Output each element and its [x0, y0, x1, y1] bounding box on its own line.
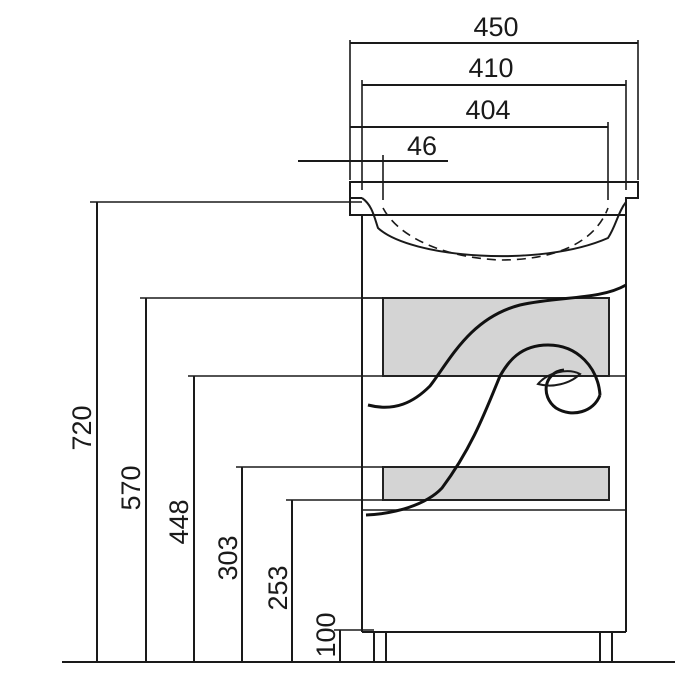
dim-303-label: 303: [213, 535, 243, 580]
dim-100-label: 100: [311, 612, 341, 657]
dim-450-label: 450: [473, 12, 518, 42]
dim-100: 100: [311, 612, 374, 662]
dim-570-label: 570: [116, 465, 146, 510]
dim-404-label: 404: [465, 95, 510, 125]
dim-448-label: 448: [164, 499, 194, 544]
dim-303: 303: [213, 466, 383, 662]
dim-253-label: 253: [263, 565, 293, 610]
dim-410: 410: [361, 53, 627, 190]
dim-720: 720: [67, 201, 362, 662]
lower-handle-panel: [382, 466, 610, 501]
dim-448: 448: [164, 375, 362, 662]
dim-46-label: 46: [407, 131, 437, 161]
dim-46: 46: [298, 131, 448, 200]
upper-handle-panel: [382, 297, 610, 377]
decorative-wave: [365, 283, 627, 517]
legs: [373, 631, 613, 663]
basin: [349, 181, 639, 261]
dim-253: 253: [263, 499, 383, 662]
dim-720-label: 720: [67, 405, 97, 450]
cabinet-body: [361, 215, 627, 633]
dim-570: 570: [116, 297, 383, 662]
dim-404: 404: [350, 95, 609, 200]
dim-410-label: 410: [468, 53, 513, 83]
dim-450: 450: [349, 12, 639, 180]
